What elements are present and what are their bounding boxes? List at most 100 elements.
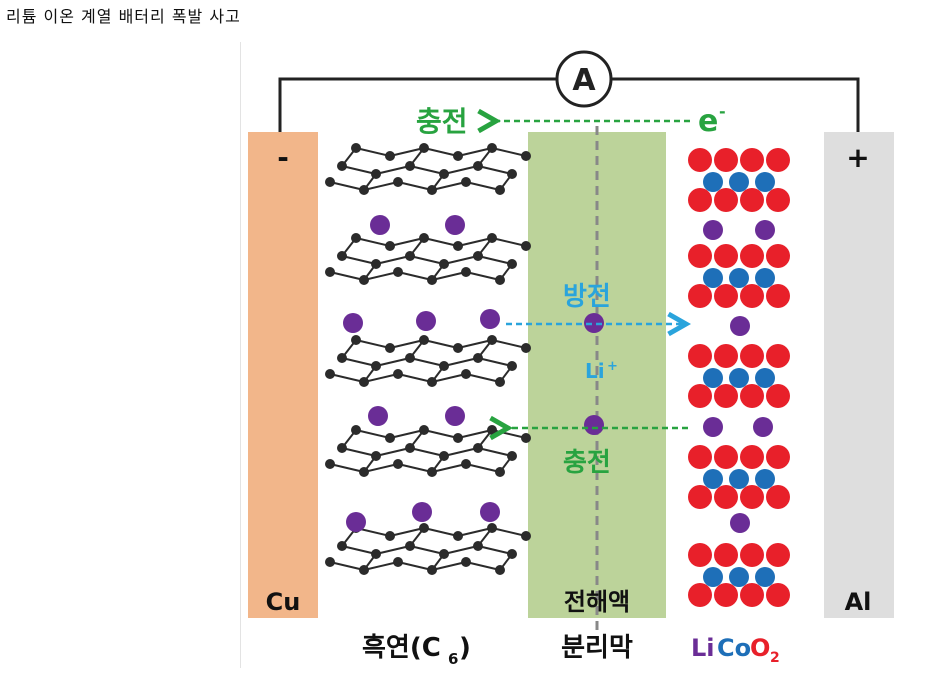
cobalt-atom: [755, 567, 775, 587]
carbon-bond: [477, 255, 513, 265]
cobalt-atom: [729, 268, 749, 288]
carbon-atom: [427, 275, 437, 285]
carbon-bond: [443, 545, 479, 555]
carbon-bond: [397, 373, 433, 383]
carbon-bond: [363, 181, 399, 191]
carbon-bond: [397, 181, 433, 191]
carbon-atom: [419, 425, 429, 435]
oxygen-atom: [688, 543, 712, 567]
oxygen-atom: [766, 583, 790, 607]
oxygen-atom: [714, 485, 738, 509]
lithium-ion: [346, 512, 366, 532]
oxygen-atom: [766, 543, 790, 567]
oxygen-atom: [766, 244, 790, 268]
circuit-wire: [278, 77, 860, 136]
carbon-atom: [507, 451, 517, 461]
carbon-atom: [325, 459, 335, 469]
carbon-atom: [393, 459, 403, 469]
oxygen-atom: [740, 148, 764, 172]
carbon-atom: [359, 377, 369, 387]
carbon-bond: [457, 237, 493, 247]
carbon-atom: [473, 541, 483, 551]
carbon-atom: [461, 369, 471, 379]
lithium-ion: [730, 316, 750, 336]
oxygen-atom: [740, 445, 764, 469]
carbon-atom: [351, 143, 361, 153]
carbon-atom: [405, 161, 415, 171]
carbon-atom: [393, 557, 403, 567]
carbon-bond: [389, 527, 425, 537]
carbon-bond: [423, 147, 459, 157]
carbon-bond: [465, 561, 501, 571]
oxygen-atom: [740, 485, 764, 509]
carbon-atom: [419, 233, 429, 243]
carbon-bond: [329, 271, 365, 281]
carbon-atom: [359, 185, 369, 195]
carbon-atom: [507, 259, 517, 269]
carbon-atom: [337, 161, 347, 171]
lithium-ion: [343, 313, 363, 333]
carbon-bond: [431, 271, 467, 281]
carbon-atom: [453, 343, 463, 353]
carbon-bond: [341, 255, 377, 265]
electron-superscript: -: [719, 102, 726, 121]
oxygen-atom: [740, 284, 764, 308]
lithium-ion-label: Li: [585, 359, 605, 383]
carbon-bond: [363, 373, 399, 383]
carbon-atom: [351, 335, 361, 345]
carbon-bond: [375, 165, 411, 175]
carbon-bond: [423, 339, 459, 349]
aluminum-electrode: [824, 132, 894, 618]
carbon-atom: [439, 169, 449, 179]
carbon-atom: [393, 267, 403, 277]
carbon-atom: [453, 531, 463, 541]
oxygen-atom: [714, 543, 738, 567]
carbon-bond: [477, 545, 513, 555]
oxygen-atom: [714, 148, 738, 172]
carbon-bond: [477, 357, 513, 367]
lithium-ion: [755, 220, 775, 240]
carbon-bond: [465, 373, 501, 383]
charge-label-top: 충전: [416, 105, 468, 138]
carbon-bond: [457, 527, 493, 537]
oxygen-atom: [740, 188, 764, 212]
cobalt-atom: [703, 469, 723, 489]
carbon-atom: [473, 251, 483, 261]
carbon-bond: [465, 463, 501, 473]
carbon-bond: [423, 237, 459, 247]
lithium-ion: [480, 502, 500, 522]
carbon-bond: [409, 545, 445, 555]
carbon-atom: [439, 451, 449, 461]
carbon-atom: [439, 549, 449, 559]
carbon-bond: [329, 561, 365, 571]
carbon-atom: [495, 565, 505, 575]
electron-label: e: [698, 104, 718, 139]
carbon-atom: [385, 531, 395, 541]
carbon-atom: [461, 177, 471, 187]
oxygen-atom: [688, 188, 712, 212]
carbon-atom: [419, 523, 429, 533]
carbon-atom: [495, 377, 505, 387]
graphite-caption: 흑연(C: [362, 633, 441, 663]
carbon-bond: [491, 429, 527, 439]
page-title: 리튬 이온 계열 배터리 폭발 사고: [6, 7, 241, 26]
oxygen-atom: [688, 384, 712, 408]
carbon-bond: [491, 237, 527, 247]
oxygen-atom: [766, 188, 790, 212]
carbon-atom: [405, 541, 415, 551]
carbon-atom: [419, 335, 429, 345]
discharge-label: 방전: [563, 282, 611, 312]
carbon-bond: [409, 255, 445, 265]
carbon-bond: [431, 561, 467, 571]
carbon-bond: [329, 373, 365, 383]
lithium-ion: [480, 309, 500, 329]
oxygen-atom: [714, 445, 738, 469]
oxygen-atom: [740, 344, 764, 368]
carbon-atom: [427, 185, 437, 195]
licoo2-li: Li: [691, 634, 715, 662]
carbon-atom: [521, 531, 531, 541]
cobalt-atom: [729, 172, 749, 192]
carbon-atom: [371, 361, 381, 371]
carbon-atom: [337, 251, 347, 261]
cobalt-atom: [729, 469, 749, 489]
